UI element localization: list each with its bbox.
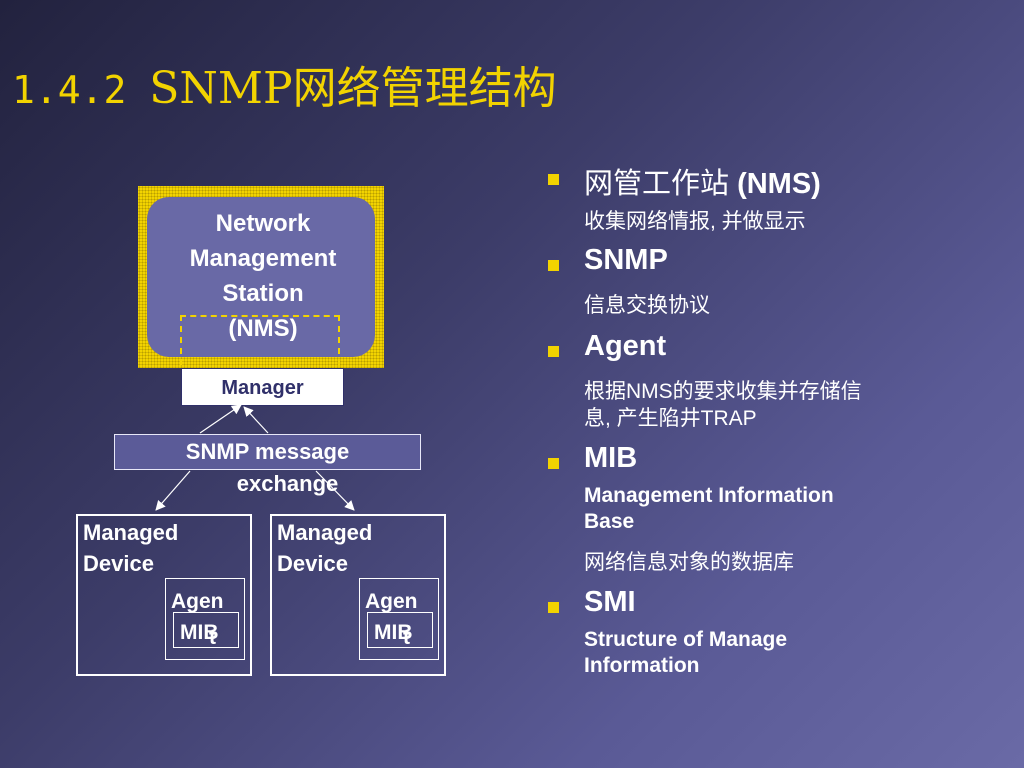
title-text: SNMP网络管理结构 [149, 63, 557, 114]
bullet-desc-bold: Structure of Manage [584, 628, 788, 651]
bullet-desc-bold: Information [584, 654, 700, 677]
bullet-desc: 信息交换协议 [584, 294, 710, 317]
bullet-desc-bold: Base [584, 510, 635, 533]
device-line: Device [277, 551, 348, 576]
nms-box [147, 197, 375, 357]
mib-box [367, 612, 433, 648]
bullet-desc: 收集网络情报, 并做显示 [584, 210, 806, 233]
bullet-desc: 息, 产生陷井TRAP [584, 407, 757, 430]
title-number: 1.4.2 [12, 68, 150, 112]
nms-line: (NMS) [228, 315, 298, 342]
bullet-square-icon [548, 458, 559, 469]
managed-device-box [76, 514, 252, 676]
mib-label: MIB [180, 621, 219, 644]
bullet-head-tail: (NMS) [729, 168, 821, 200]
bullet-head-agent: Agent [584, 330, 667, 362]
arrow-down-right [315, 470, 355, 511]
managed-device-box [270, 514, 446, 676]
agent-label-tail: t [403, 626, 410, 649]
agent-box [165, 578, 245, 660]
managed-device-label: Managed Device [83, 517, 178, 579]
bullet-head-mib: MIB [584, 442, 638, 474]
snmp-line: exchange [236, 471, 339, 496]
bullet-square-icon [548, 174, 559, 185]
bullet-desc-bold: Management Information [584, 484, 834, 507]
nms-label: Network Management Station (NMS) [147, 206, 379, 346]
agent-label-tail: t [209, 626, 216, 649]
bullet-head-smi: SMI [584, 586, 636, 618]
device-line: Device [83, 551, 154, 576]
nms-line: Station [222, 280, 304, 307]
arrow-up-left [199, 404, 242, 434]
bullet-head-snmp: SNMP [584, 244, 668, 276]
device-line: Managed [83, 520, 179, 545]
bullet-square-icon [548, 346, 559, 357]
slide-title: 1.4.2 SNMP网络管理结构 [12, 52, 557, 116]
bullet-square-icon [548, 602, 559, 613]
agent-box [359, 578, 439, 660]
arrow-up-right [243, 406, 269, 434]
agent-label: Agen [365, 590, 418, 613]
snmp-message-label: SNMP message exchange [114, 436, 421, 500]
nms-line: Management [189, 245, 337, 272]
snmp-message-box [114, 434, 421, 470]
manager-box: Manager [181, 368, 344, 406]
managed-device-label: Managed Device [277, 517, 372, 579]
mib-label: MIB [374, 621, 413, 644]
bullet-square-icon [548, 260, 559, 271]
agent-label: Agen [171, 590, 224, 613]
bullet-desc: 根据NMS的要求收集并存储信 [584, 380, 862, 403]
mib-box [173, 612, 239, 648]
bullet-desc: 网络信息对象的数据库 [584, 551, 794, 574]
snmp-line: SNMP message [185, 439, 350, 464]
bullet-head-cjk: 网管工作站 [584, 166, 730, 200]
device-line: Managed [277, 520, 373, 545]
bullet-head-nms: 网管工作站 (NMS) [584, 160, 821, 202]
nms-line: Network [215, 210, 311, 237]
arrow-down-left [155, 470, 191, 511]
manager-dashed-outline [180, 315, 340, 365]
